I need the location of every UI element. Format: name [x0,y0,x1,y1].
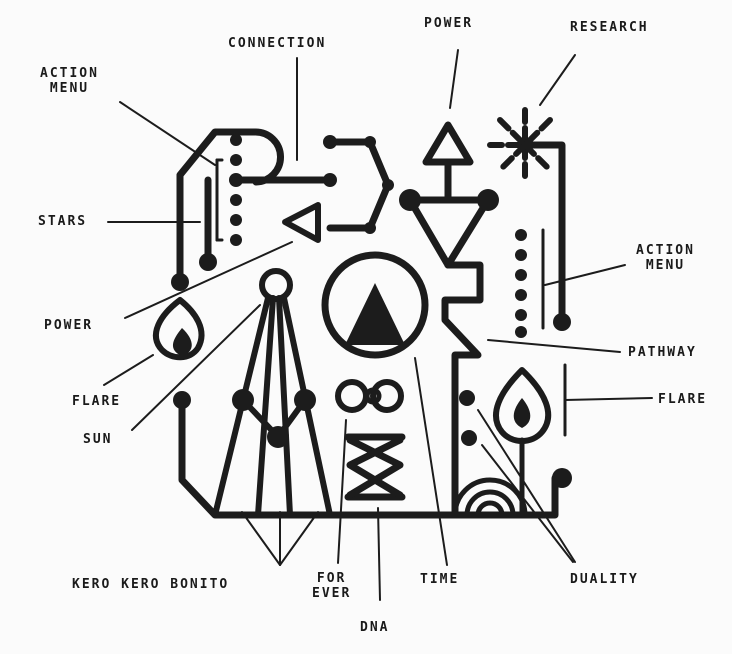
label-kero-kero-bonito: KERO KERO BONITO [72,577,230,592]
label-flare-right: FLARE [658,392,708,407]
label-pathway: PATHWAY [628,345,697,360]
label-line: EVER [312,586,352,601]
label-flare-left: FLARE [72,394,122,409]
dna-helix-icon [344,433,406,501]
label-power-top: POWER [424,16,474,31]
leader-lines [103,49,653,601]
label-time: TIME [420,572,460,587]
label-line: ACTION [636,243,695,258]
label-stars: STARS [38,214,88,229]
label-research: RESEARCH [570,20,649,35]
label-line: ACTION [40,66,99,81]
label-line: MENU [49,81,90,96]
node-dots [171,134,572,488]
frame-path [176,128,259,284]
label-dna: DNA [360,620,390,635]
label-line: FOR [316,571,347,586]
label-duality: DUALITY [570,572,639,587]
label-connection: CONNECTION [228,36,327,51]
label-power-left: POWER [44,318,94,333]
label-line: MENU [645,258,686,273]
label-sun: SUN [83,432,113,447]
